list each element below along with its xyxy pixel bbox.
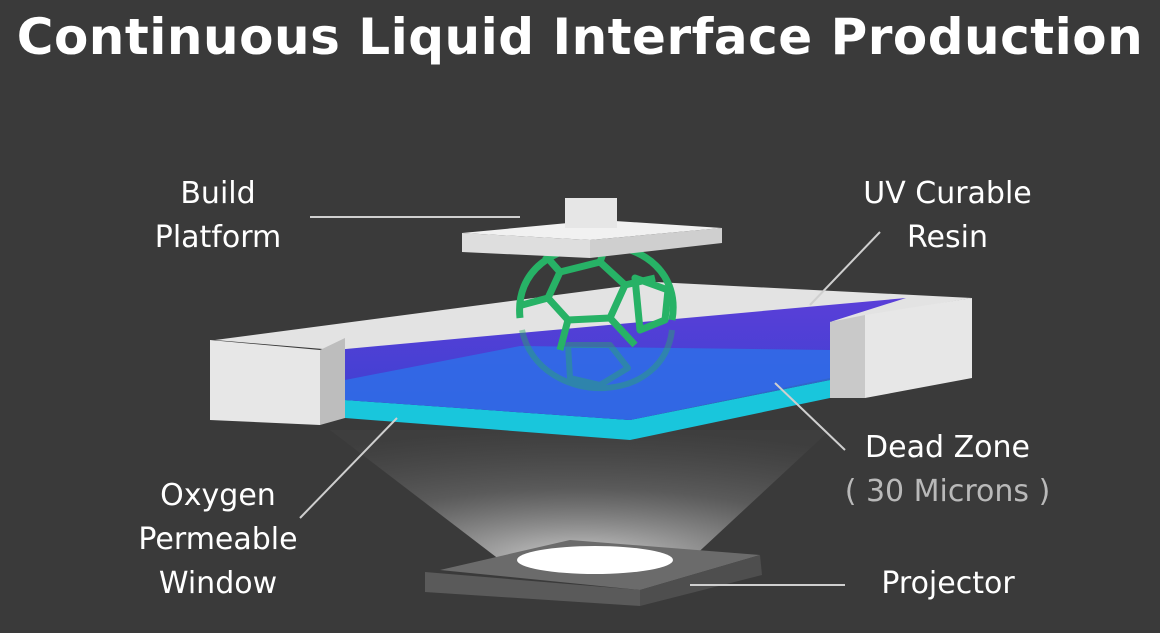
label-line: Projector [881, 566, 1015, 601]
dead-zone-layer [345, 346, 830, 420]
platform-mount [565, 198, 617, 228]
light-beam [330, 430, 830, 560]
label-oxygen-window: Oxygen Permeable Window [128, 474, 308, 606]
label-build-platform: Build Platform [148, 172, 288, 260]
window-layer [345, 380, 830, 440]
label-line: Platform [154, 220, 282, 255]
label-line: UV Curable [863, 176, 1032, 211]
platform-side [590, 228, 722, 258]
leader-uv-resin [809, 231, 881, 306]
label-projector: Projector [858, 562, 1038, 606]
projector-front [425, 572, 640, 606]
label-line: Window [158, 566, 278, 601]
platform-front [462, 233, 590, 258]
label-line: Oxygen [160, 478, 276, 513]
vat-right-front [830, 315, 865, 398]
vat-left-side [320, 338, 345, 425]
projector-lens [517, 546, 673, 574]
label-line: Dead Zone [865, 430, 1030, 465]
label-line: Resin [907, 220, 988, 255]
label-line: Build [180, 176, 256, 211]
vat-left-front [210, 340, 320, 425]
vat-right-side [865, 298, 972, 398]
label-dead-zone-size: ( 30 Microns ) [844, 474, 1051, 509]
leader-dead-zone [774, 382, 846, 451]
label-line: Permeable [138, 522, 298, 557]
label-uv-resin: UV Curable Resin [855, 172, 1040, 260]
platform-top [462, 220, 722, 240]
leader-oxygen-window [299, 417, 398, 519]
page-title: Continuous Liquid Interface Production [16, 8, 1144, 66]
projector-side [640, 555, 762, 606]
label-dead-zone: Dead Zone ( 30 Microns ) [835, 426, 1060, 514]
printed-part-submerged [519, 329, 675, 392]
